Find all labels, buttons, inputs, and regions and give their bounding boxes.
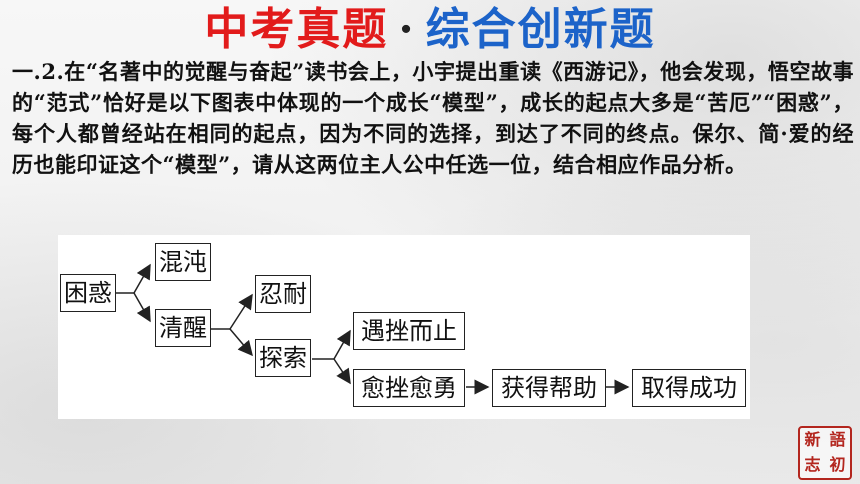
title-part-2: 综合创新题 bbox=[425, 4, 656, 55]
arrow-to-endure bbox=[229, 293, 253, 330]
title-dot: · bbox=[398, 4, 416, 55]
node-brave: 愈挫愈勇 bbox=[353, 369, 465, 407]
node-stop: 遇挫而止 bbox=[353, 312, 465, 350]
node-chaos: 混沌 bbox=[155, 243, 211, 281]
arrow-to-brave bbox=[333, 358, 351, 385]
node-confusion: 困惑 bbox=[60, 274, 116, 312]
node-endure: 忍耐 bbox=[255, 275, 311, 313]
growth-model-diagram: 困惑 混沌 清醒 忍耐 探索 遇挫而止 愈挫愈勇 获得帮助 取得成功 bbox=[58, 235, 750, 419]
node-explore: 探索 bbox=[255, 339, 311, 377]
seal-char: 新 bbox=[804, 430, 821, 449]
arrow-to-chaos bbox=[133, 263, 151, 294]
title-part-1: 中考真题 bbox=[204, 4, 389, 55]
arrow-to-awake bbox=[133, 292, 151, 323]
node-success: 取得成功 bbox=[632, 369, 746, 407]
seal-stamp: 新 語 志 初 bbox=[798, 426, 852, 480]
node-awake: 清醒 bbox=[155, 309, 211, 347]
page-title: 中考真题·综合创新题 bbox=[0, 2, 860, 58]
question-text: 一.2.在“名著中的觉醒与奋起”读书会上，小宇提出重读《西游记》，他会发现，悟空… bbox=[12, 59, 854, 177]
diagram-arrows bbox=[116, 263, 630, 395]
arrow-to-explore bbox=[229, 328, 253, 357]
seal-char: 志 bbox=[804, 455, 821, 474]
seal-char: 初 bbox=[829, 455, 846, 474]
arrow-to-stop bbox=[333, 329, 351, 360]
node-help: 获得帮助 bbox=[492, 369, 606, 407]
seal-char: 語 bbox=[829, 430, 846, 449]
